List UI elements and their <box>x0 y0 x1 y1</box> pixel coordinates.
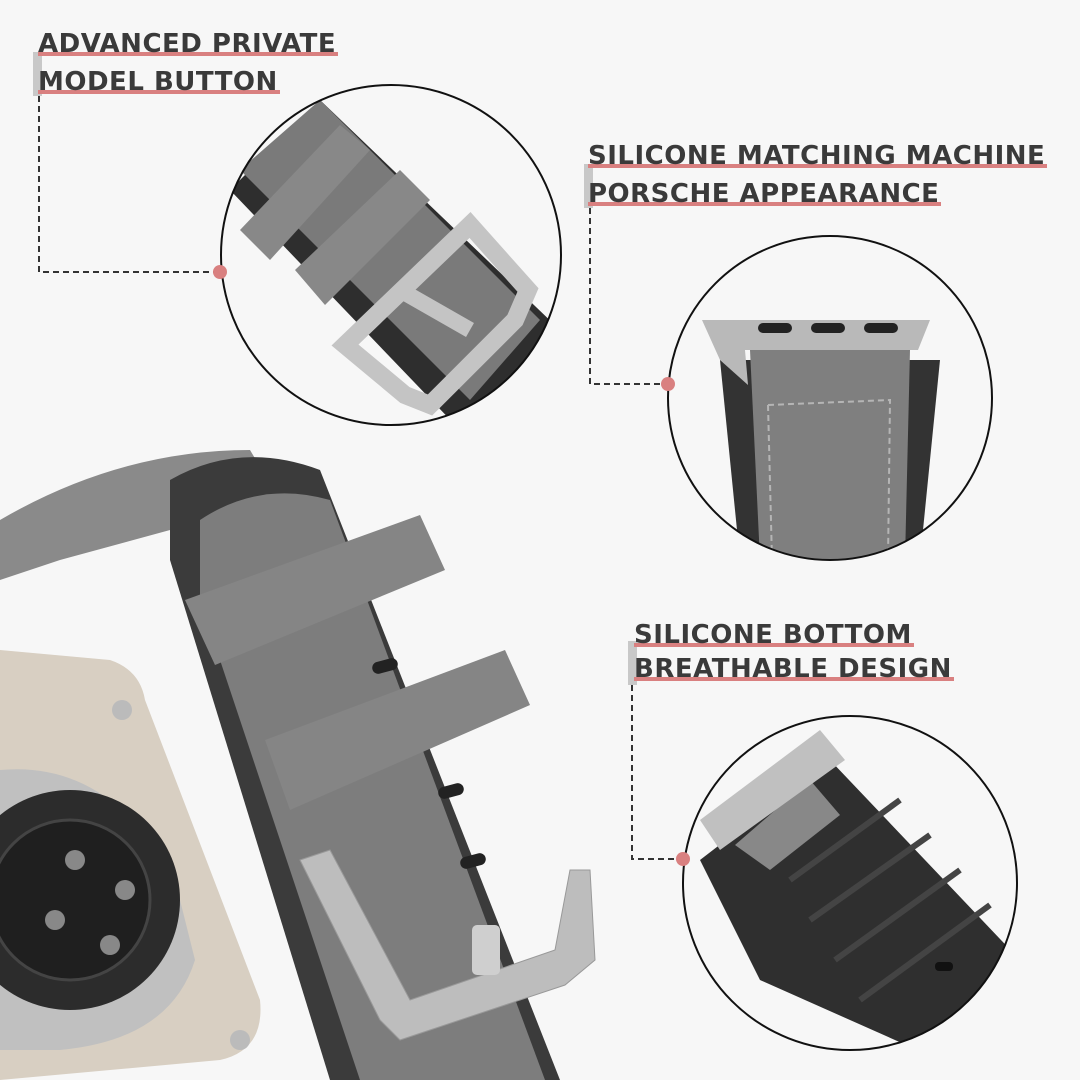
callout-3-line-2: BREATHABLE DESIGN <box>634 654 954 684</box>
detail-circle-1 <box>220 84 562 426</box>
watch-with-strap <box>0 450 596 1080</box>
callout-label-1: ADVANCED PRIVATE MODEL BUTTON <box>38 25 339 101</box>
callout-3-line-1: SILICONE BOTTOM <box>634 620 914 650</box>
callout-1-line-2: MODEL BUTTON <box>38 67 280 97</box>
leader-line-2 <box>589 208 666 385</box>
callout-label-3: SILICONE BOTTOM BREATHABLE DESIGN <box>634 618 954 686</box>
marker-dot-1 <box>213 265 227 279</box>
detail-silicone-bottom <box>683 716 1017 1050</box>
label-accent-bar <box>33 52 42 96</box>
leader-line-3 <box>631 685 681 860</box>
callout-1-line-1: ADVANCED PRIVATE <box>38 29 339 59</box>
marker-dot-3 <box>676 852 690 866</box>
detail-circle-3 <box>682 715 1018 1051</box>
marker-dot-2 <box>661 377 675 391</box>
detail-buckle-keeper <box>221 85 561 425</box>
callout-2-line-2: PORSCHE APPEARANCE <box>588 179 942 209</box>
label-accent-bar <box>628 641 637 685</box>
leader-line-1 <box>38 96 218 273</box>
callout-label-2: SILICONE MATCHING MACHINE PORSCHE APPEAR… <box>588 137 1048 213</box>
detail-circle-2 <box>667 235 993 561</box>
detail-connector <box>668 236 992 560</box>
callout-2-line-1: SILICONE MATCHING MACHINE <box>588 141 1048 171</box>
